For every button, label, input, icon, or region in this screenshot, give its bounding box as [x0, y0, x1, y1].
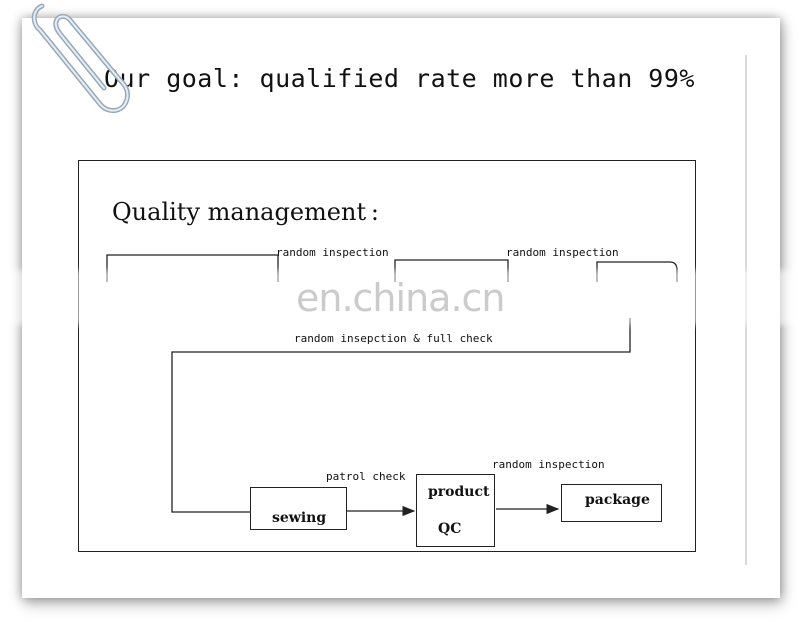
diagram-frame — [78, 160, 696, 552]
edge-label-random-inspection-2: random inspection — [506, 246, 619, 259]
node-product-qc: product QC — [416, 474, 495, 547]
edge-label-random-insepction-full-check: random insepction & full check — [294, 332, 493, 345]
diagram-title: Quality management : — [112, 198, 379, 226]
watermark-band — [0, 270, 800, 325]
edge-label-patrol-check: patrol check — [326, 470, 406, 483]
top-bracket-left — [106, 254, 279, 282]
node-sewing-label: sewing — [272, 510, 327, 526]
goal-headline: Our goal: qualified rate more than 99% — [104, 64, 695, 93]
node-package-label: package — [585, 492, 650, 508]
node-package: package — [561, 484, 662, 522]
node-product-qc-label-line2: QC — [438, 521, 462, 537]
node-product-qc-label-line1: product — [428, 484, 490, 500]
paperclip-icon — [31, 3, 131, 113]
return-line — [171, 318, 631, 513]
edge-label-random-inspection-1: random inspection — [276, 246, 389, 259]
node-sewing: sewing — [250, 487, 347, 530]
watermark-text: en.china.cn — [296, 276, 506, 320]
edge-label-random-inspection-3: random inspection — [492, 458, 605, 471]
top-bracket-right — [596, 261, 678, 282]
